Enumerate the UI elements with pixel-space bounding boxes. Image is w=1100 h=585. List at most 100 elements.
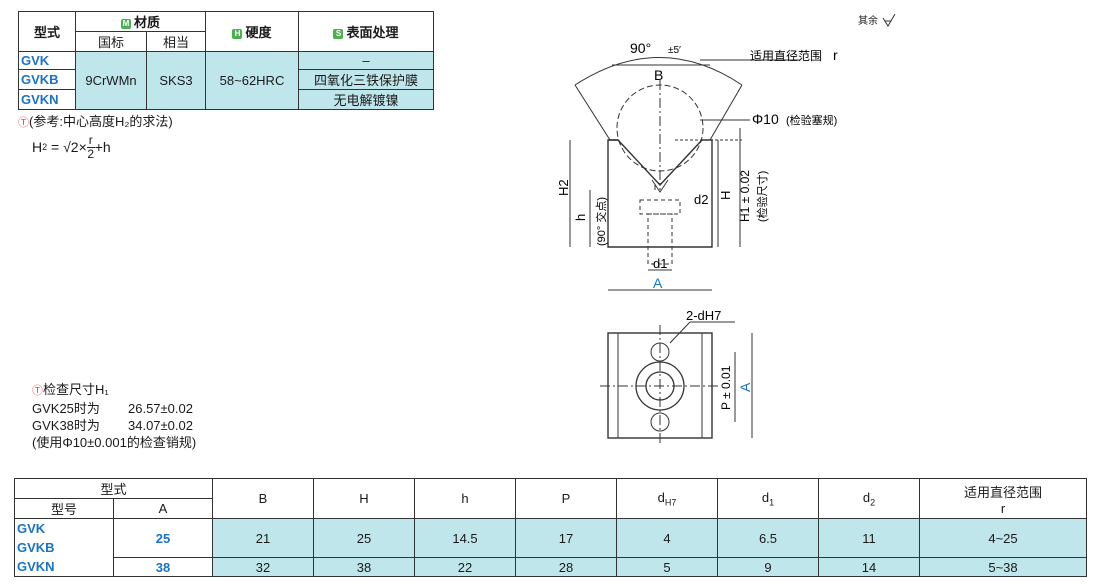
row1-a: 25 <box>113 517 213 559</box>
roughness-icon <box>882 14 896 28</box>
dim-h1: H1 ± 0.02 <box>738 170 752 222</box>
dim-A2: A <box>737 382 753 392</box>
formula-tail: +h <box>94 139 111 155</box>
surface-gvk: – <box>298 51 434 70</box>
dim-h: h <box>573 214 588 221</box>
dim-head-b: B <box>212 478 314 519</box>
row2-H: 38 <box>313 557 415 577</box>
dim-head-d2-sub: 2 <box>870 497 876 508</box>
col-model: 型式 <box>18 11 76 52</box>
dim-P: P ± 0.01 <box>719 365 733 410</box>
model-gvkn: GVKN <box>18 89 76 110</box>
row1-r: 4~25 <box>919 517 1087 559</box>
dim-d1: d1 <box>653 256 667 271</box>
dim-head-d-label: d <box>657 489 665 505</box>
dim-head-d2: d2 <box>818 478 920 519</box>
angle-arc <box>574 57 743 86</box>
dim-head-H: H <box>313 478 415 519</box>
col-surface-label: 表面处理 <box>346 25 399 40</box>
dim-head-d: dH7 <box>616 478 718 519</box>
row1-h: 14.5 <box>414 517 516 559</box>
angle-label: 90° <box>630 40 651 56</box>
warning-icon: Ⓣ <box>18 117 29 129</box>
range-sym: r <box>833 47 838 63</box>
formula-sub: 2 <box>42 142 48 152</box>
pin-label: Φ10 <box>752 111 779 127</box>
model-gvkb: GVKB <box>18 69 76 90</box>
col-equiv: 相当 <box>146 31 206 52</box>
row2-p: 28 <box>515 557 617 577</box>
check-line2-label: GVK38时为 <box>32 418 100 433</box>
dim-d2: d2 <box>694 192 708 207</box>
check-line1-value: 26.57±0.02 <box>128 401 193 416</box>
check-note: Ⓣ检查尺寸H₁ GVK25时为 26.57±0.02 GVK38时为 34.07±0… <box>32 381 196 451</box>
row1-b: 21 <box>212 517 314 559</box>
dim-models: GVK GVKB GVKN <box>14 518 114 577</box>
surface-mark-label: 其余 <box>858 16 878 27</box>
dim-head-p: P <box>515 478 617 519</box>
col-hardness-label: 硬度 <box>245 25 272 40</box>
dim-head-d1-sub: 1 <box>769 497 775 508</box>
surface-roughness-mark: 其余 <box>858 12 897 28</box>
formula-num: r <box>86 133 95 148</box>
formula-eq: = √2× <box>47 139 87 155</box>
dim-h2: H2 <box>556 179 571 196</box>
row2-h: 22 <box>414 557 516 577</box>
dim-head-model: 型式 <box>14 478 213 499</box>
technical-drawing: 90° ±5′ 适用直径范围 r B Φ10 (检验塞规) H2 h (90° … <box>556 40 838 446</box>
row2-d: 5 <box>616 557 718 577</box>
dim-head-no: 型号 <box>14 498 114 519</box>
hardness-value: 58~62HRC <box>205 51 299 110</box>
dim-head-range-r: r <box>1000 500 1006 516</box>
check-line3: (使用Φ10±0.001的检查销规) <box>32 435 197 450</box>
row1-d1: 6.5 <box>717 517 819 559</box>
check-line2-value: 34.07±0.02 <box>128 418 193 433</box>
material-equiv: SKS3 <box>146 51 206 110</box>
check-line1-label: GVK25时为 <box>32 401 100 416</box>
formula-fraction: r 2 <box>86 133 95 161</box>
angle-tol: ±5′ <box>668 45 681 56</box>
holes-label: 2-dH7 <box>686 308 721 323</box>
row2-r: 5~38 <box>919 557 1087 577</box>
material-cn: 9CrWMn <box>75 51 147 110</box>
material-tag-icon: M <box>120 18 131 29</box>
dim-head-d1-label: d <box>761 489 770 505</box>
dim-head-d2-label: d <box>862 489 871 505</box>
check-note-title: 检查尺寸H₁ <box>43 382 109 397</box>
dim-model-gvkb: GVKB <box>17 540 55 555</box>
formula-lhs: H <box>32 139 43 155</box>
row2-d2: 14 <box>818 557 920 577</box>
warning-icon: Ⓣ <box>32 385 43 397</box>
dim-h-note: (90° 交点) <box>594 197 608 246</box>
dim-A: A <box>653 275 663 291</box>
dim-head-d1: d1 <box>717 478 819 519</box>
dim-head-d-sub: H7 <box>664 497 677 508</box>
dim-h1-note: (检验尺寸) <box>755 171 769 222</box>
hardness-tag-icon: H <box>232 28 243 39</box>
row2-a: 38 <box>113 557 213 577</box>
pin-note: (检验塞规) <box>786 113 837 127</box>
row2-d1: 9 <box>717 557 819 577</box>
col-material-label: 材质 <box>133 15 160 30</box>
row1-d2: 11 <box>818 517 920 559</box>
dim-model-gvk: GVK <box>17 521 46 536</box>
formula-den: 2 <box>87 147 95 161</box>
dim-H: H <box>718 191 733 200</box>
row1-p: 17 <box>515 517 617 559</box>
dim-model-gvkn: GVKN <box>17 559 55 574</box>
row1-H: 25 <box>313 517 415 559</box>
row1-d: 4 <box>616 517 718 559</box>
surface-tag-icon: S <box>333 28 344 39</box>
row2-b: 32 <box>212 557 314 577</box>
dim-head-h: h <box>414 478 516 519</box>
dim-b: B <box>654 67 663 83</box>
model-gvk: GVK <box>18 51 76 70</box>
range-label: 适用直径范围 <box>750 49 822 63</box>
